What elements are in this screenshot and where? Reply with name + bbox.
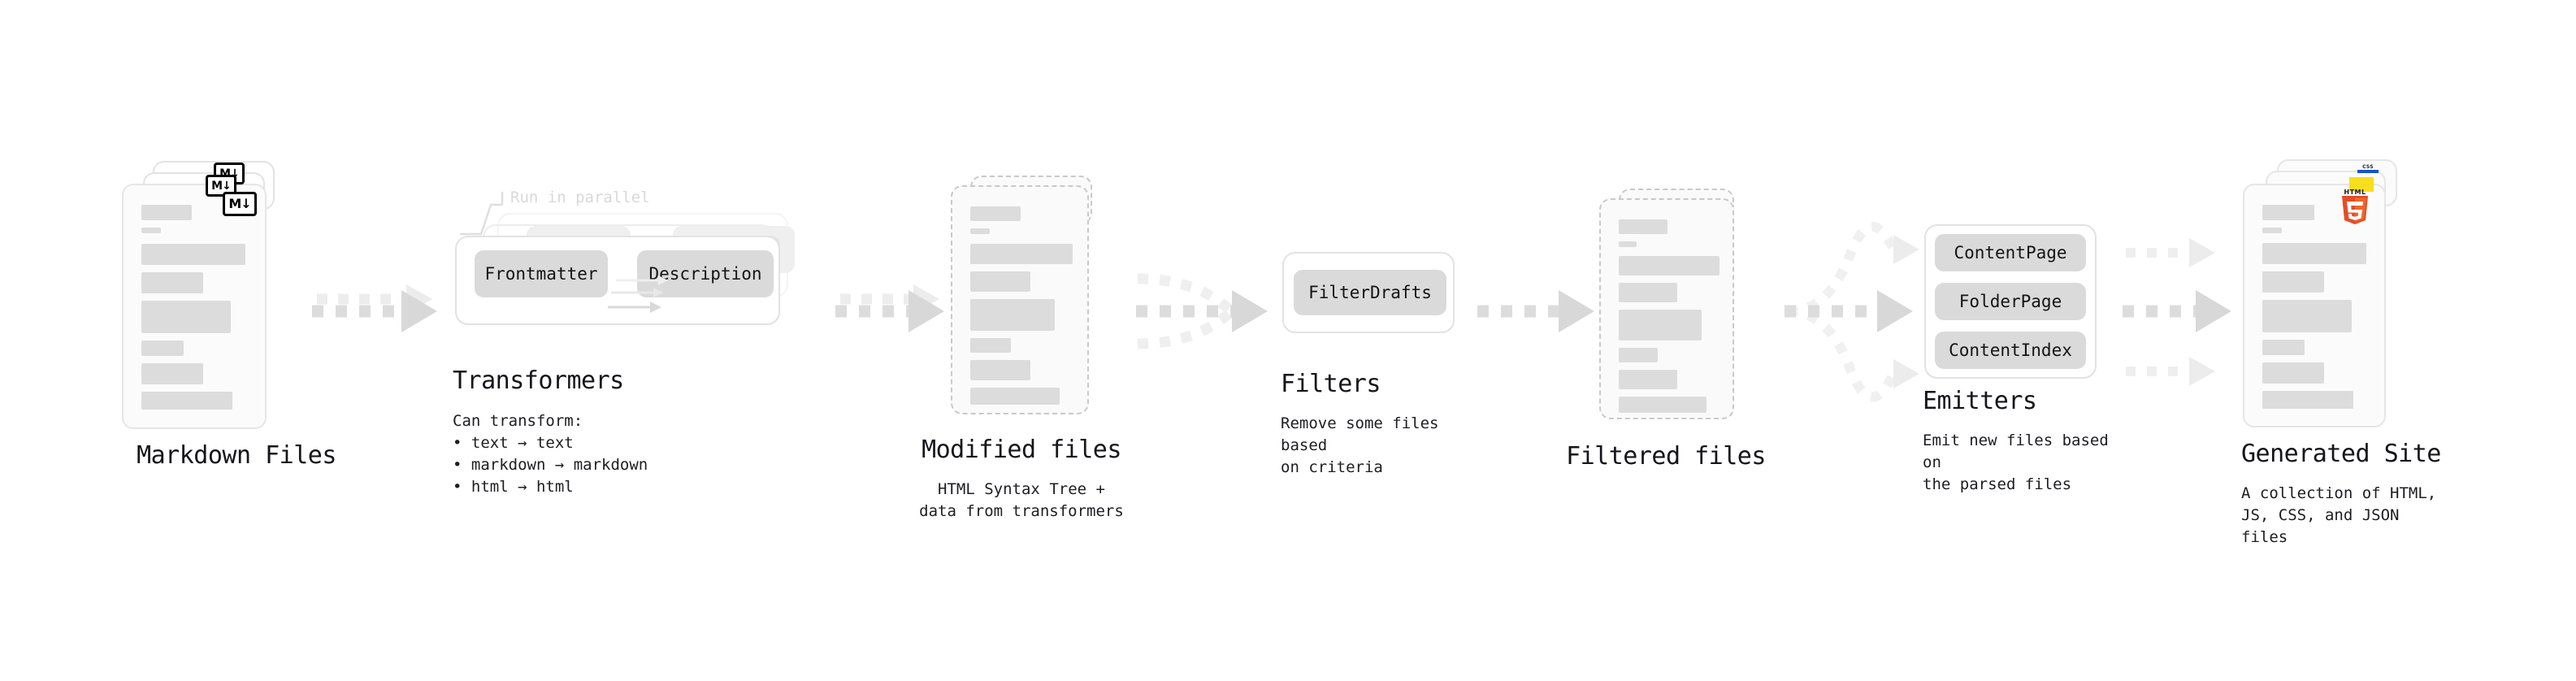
filtered-content-lines [1619,219,1720,420]
css3-icon: CSS [2357,164,2379,173]
transformer-node-frontmatter-label: Frontmatter [484,264,598,284]
transformer-node-description[interactable]: Description [637,250,774,297]
stage-transformers: Run in parallel Frontmatter Description … [453,189,829,496]
stage-filtered-files: Filtered files [1566,189,1786,471]
filtered-card-front [1599,198,1734,419]
connector-markdown-to-transformers [312,284,437,332]
emitters-label-block: Emitters Emit new files based on the par… [1923,387,2119,496]
filters-title: Filters [1281,370,1381,398]
filters-description: Remove some files based on criteria [1281,414,1439,476]
transformer-node-frontmatter[interactable]: Frontmatter [475,250,608,297]
emitter-node-folderpage[interactable]: FolderPage [1935,283,2086,320]
modified-files-title: Modified files [922,436,1121,464]
markdown-icon: M↓ [223,192,257,216]
emitter-node-folderpage-label: FolderPage [1958,292,2062,311]
emitters-description: Emit new files based on the parsed files [1923,432,2109,493]
markdown-card-front [122,184,267,429]
modified-content-lines [970,206,1073,412]
stage-generated-site: CSS HTML Generated Site A collection of … [2241,159,2441,546]
generated-card-front [2243,184,2386,427]
emitters-title: Emitters [1923,387,2037,415]
emitter-node-contentpage[interactable]: ContentPage [1935,234,2086,271]
css3-icon-bar [2357,170,2379,173]
markdown-files-title: Markdown Files [137,441,336,470]
html5-icon: HTML [2340,189,2370,224]
connector-transformers-to-modified [835,284,944,332]
stage-emitters: ContentPage FolderPage ContentIndex Emit… [1923,224,2119,493]
stage-modified-files: Modified files HTML Syntax Tree + data f… [919,176,1138,520]
connector-emitters-to-generated [2123,238,2231,386]
filtered-files-label-block: Filtered files [1536,442,1796,471]
transformers-label-block: Transformers Can transform: • text → tex… [453,367,648,498]
emitter-node-contentindex-label: ContentIndex [1949,340,2072,360]
filtered-files-title: Filtered files [1566,442,1766,471]
html5-icon-word: HTML [2344,189,2366,196]
css3-icon-label: CSS [2362,164,2374,170]
generated-site-label-block: Generated Site A collection of HTML, JS,… [2241,440,2441,549]
filter-node-filterdrafts-label: FilterDrafts [1308,283,1432,302]
filters-label-block: Filters Remove some files based on crite… [1281,370,1469,479]
connector-filtered-to-emitters [1785,221,1919,402]
run-in-parallel-label: Run in parallel [510,189,650,206]
transformers-description: Can transform: • text → text • markdown … [453,412,648,496]
emitter-node-contentpage-label: ContentPage [1954,243,2067,262]
filter-node-filterdrafts[interactable]: FilterDrafts [1294,270,1446,315]
modified-files-description: HTML Syntax Tree + data from transformer… [919,480,1124,520]
transformer-node-description-label: Description [648,264,762,284]
transformers-title: Transformers [453,367,624,395]
connector-modified-to-filters [1136,273,1268,349]
markdown-content-lines [141,205,250,417]
stage-filters: FilterDrafts Filters Remove some files b… [1281,252,1469,476]
modified-card-front [951,185,1089,414]
markdown-files-label-block: Markdown Files [62,441,411,470]
connector-filters-to-filtered [1477,290,1594,332]
modified-files-label-block: Modified files HTML Syntax Tree + data f… [879,436,1164,523]
generated-content-lines [2262,205,2370,416]
generated-site-title: Generated Site [2241,440,2441,468]
stage-markdown-files: M↓ M↓ M↓ Markdown Files [122,161,336,470]
emitter-node-contentindex[interactable]: ContentIndex [1935,332,2086,369]
generated-site-description: A collection of HTML, JS, CSS, and JSON … [2241,484,2437,546]
js-icon [2349,177,2374,192]
